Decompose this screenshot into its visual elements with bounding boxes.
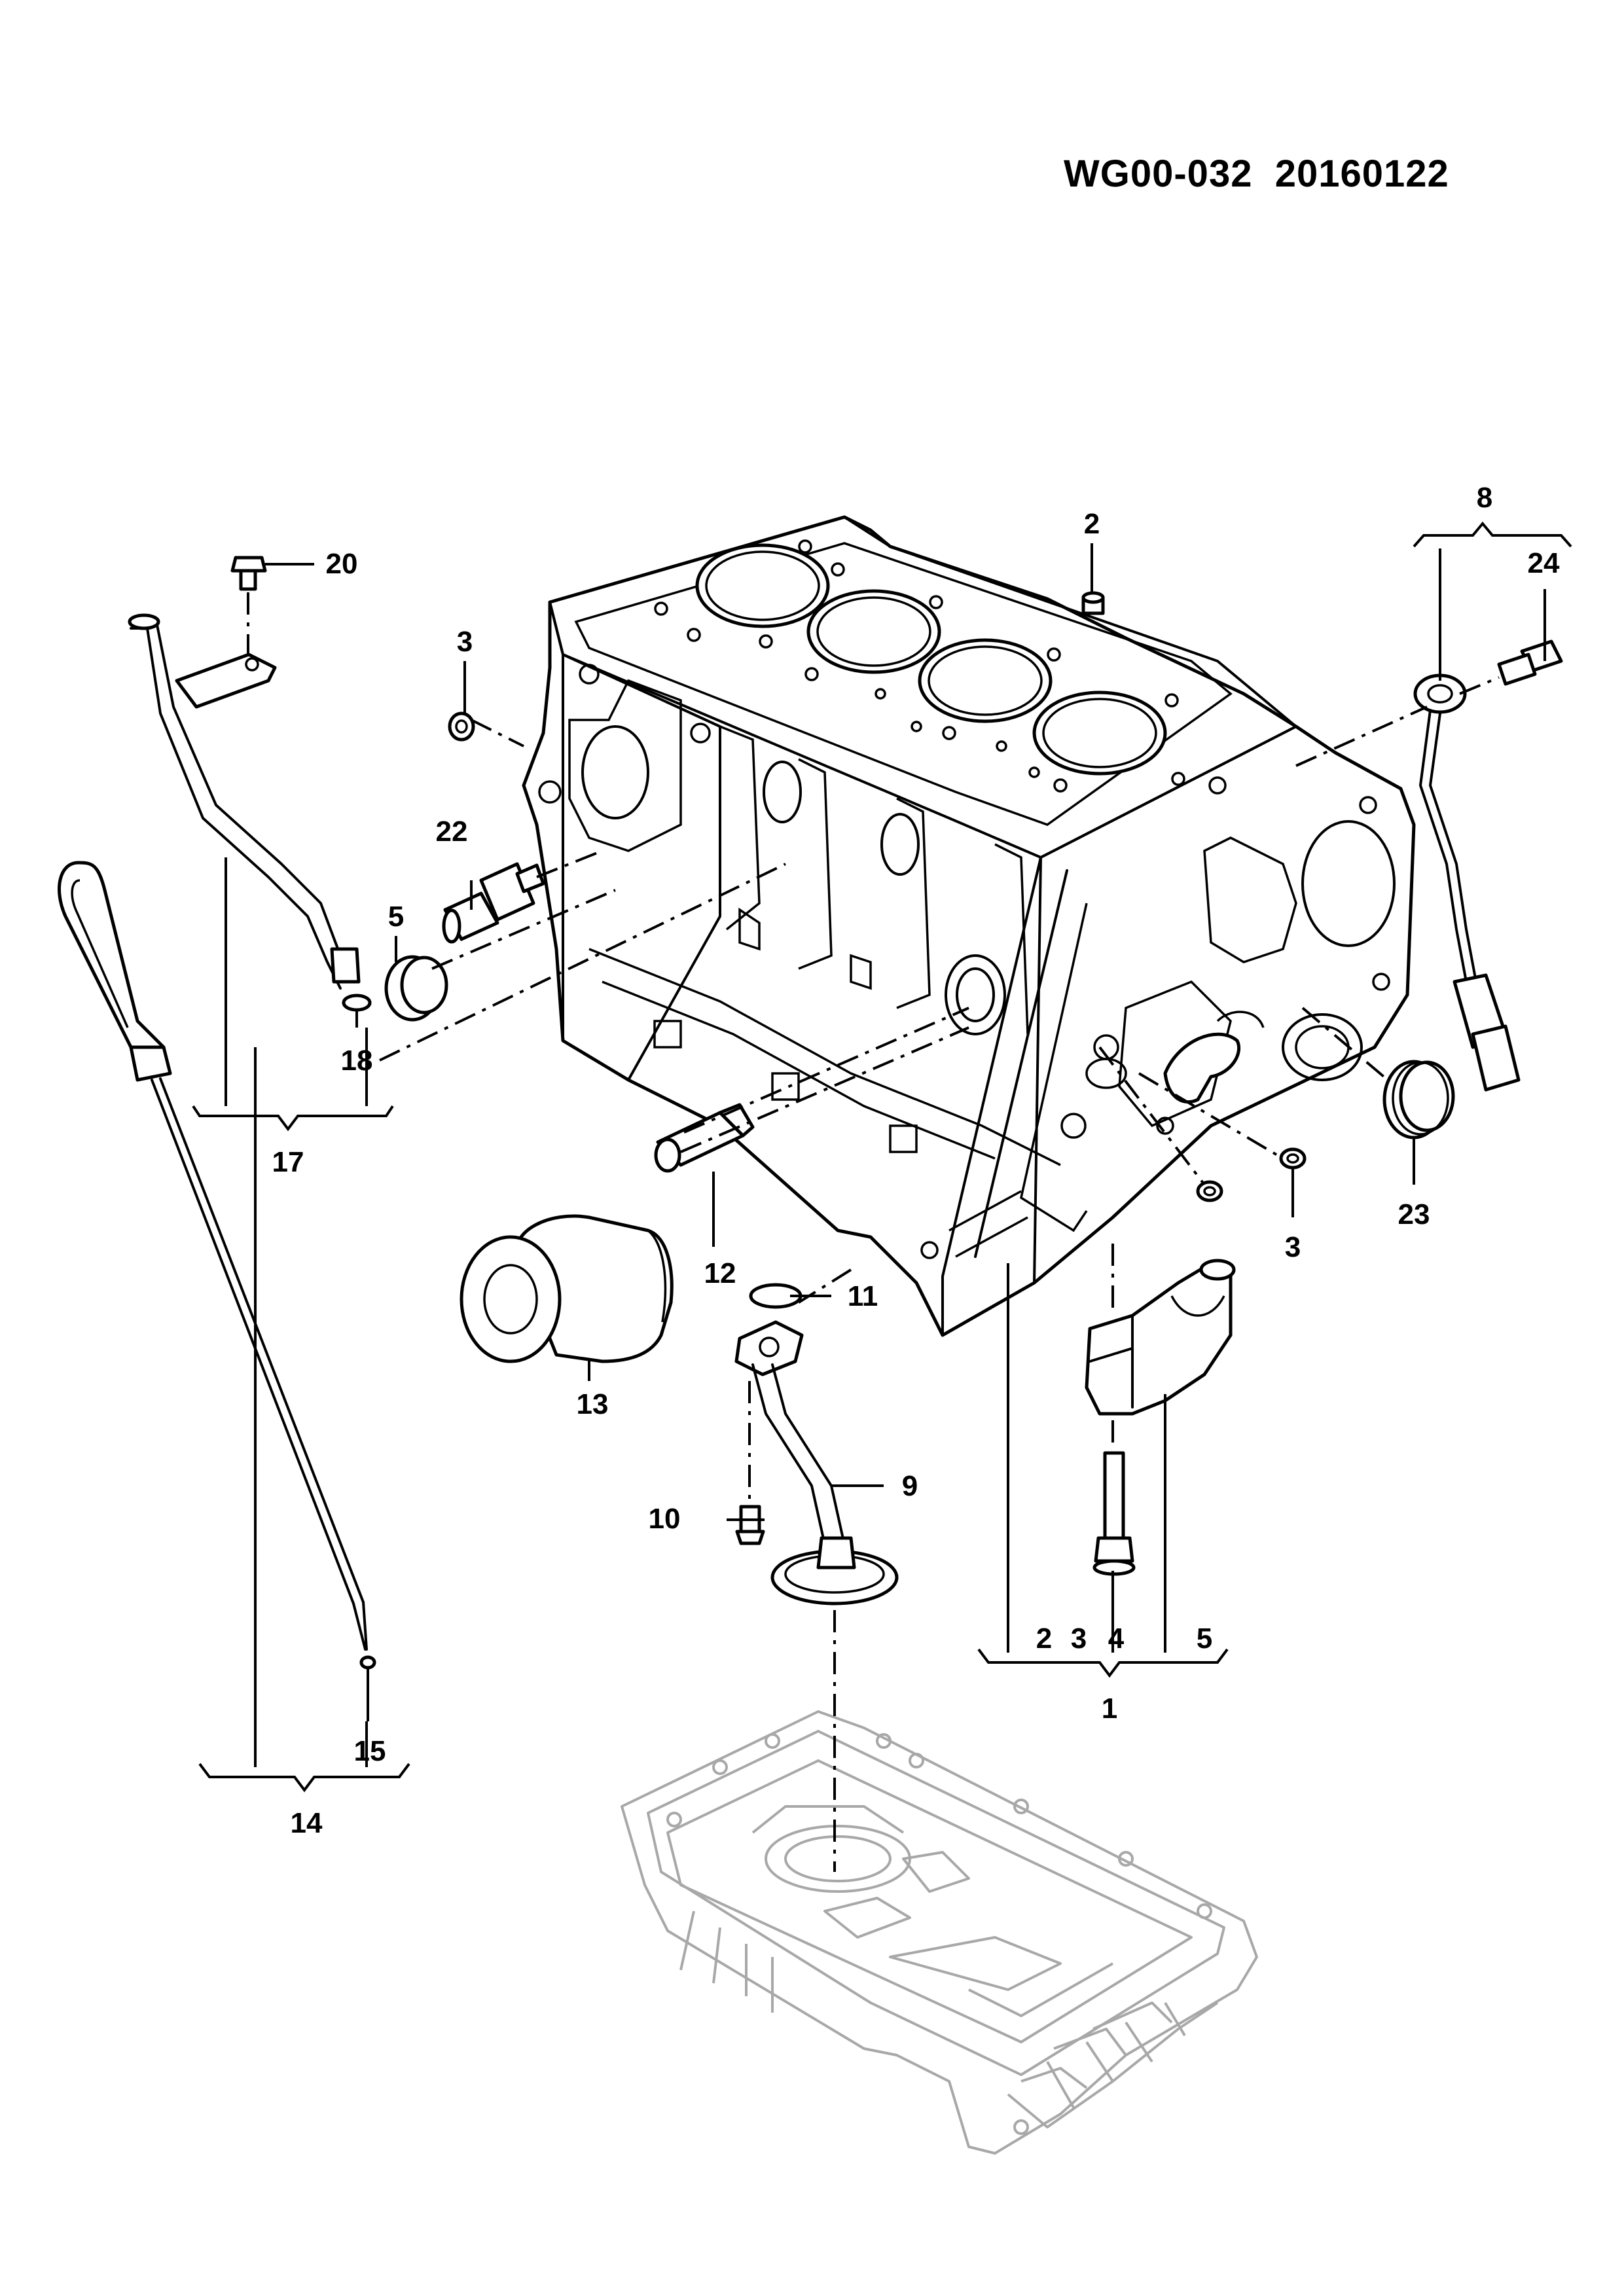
callout-14: 14 xyxy=(291,1807,323,1839)
oil-filter xyxy=(460,1214,674,1363)
sensor-8 xyxy=(1413,673,1521,1092)
plug-23 xyxy=(1382,1060,1455,1139)
alignment-lines xyxy=(379,676,1500,1872)
callout-5-left: 5 xyxy=(388,901,404,933)
callout-17: 17 xyxy=(272,1146,304,1178)
callout-10: 10 xyxy=(649,1503,681,1535)
plug-3-left xyxy=(448,711,475,742)
bolt-20 xyxy=(230,556,267,658)
cylinder-bore-4 xyxy=(1032,691,1167,776)
callout-2-bracket: 2 xyxy=(1036,1623,1052,1655)
callout-15: 15 xyxy=(354,1735,386,1767)
oil-strainer xyxy=(734,1320,899,1605)
callout-3-left: 3 xyxy=(457,626,473,658)
callout-11: 11 xyxy=(848,1280,878,1312)
cylinder-bore-2 xyxy=(806,589,941,674)
plug-2 xyxy=(1081,591,1105,615)
dipstick xyxy=(57,861,368,1651)
sensor-22 xyxy=(442,862,545,944)
callout-labels: 20 3 2 8 24 22 5 18 17 23 3 12 11 13 9 1… xyxy=(272,482,1560,1839)
callout-18: 18 xyxy=(341,1045,373,1077)
plug-3-right-a xyxy=(1196,1180,1223,1202)
drawing-code: WG00-032 xyxy=(1064,152,1253,195)
drawing-date: 20160122 xyxy=(1274,152,1449,195)
oil-pan xyxy=(621,1710,1258,2155)
callout-22: 22 xyxy=(436,816,468,848)
callout-5-bracket: 5 xyxy=(1197,1623,1212,1655)
callout-23: 23 xyxy=(1398,1198,1430,1230)
main-bearing-bolt-4 xyxy=(1092,1451,1136,1576)
callout-8: 8 xyxy=(1477,482,1492,514)
bolt-24 xyxy=(1497,639,1563,686)
callout-4: 4 xyxy=(1108,1623,1125,1655)
cylinder-bore-3 xyxy=(918,638,1053,723)
callout-3-right: 3 xyxy=(1285,1231,1301,1263)
cylinder-bore-1 xyxy=(695,543,830,628)
leader-lines xyxy=(192,521,1572,1793)
crankshaft-seal xyxy=(1085,1032,1241,1104)
callout-1: 1 xyxy=(1102,1693,1117,1725)
callout-12: 12 xyxy=(704,1257,736,1289)
callout-13: 13 xyxy=(577,1388,609,1420)
drawing-header: WG00-032 20160122 xyxy=(1064,152,1449,196)
callout-24: 24 xyxy=(1528,547,1560,579)
dipstick-tube xyxy=(128,613,361,990)
callout-20: 20 xyxy=(326,548,358,580)
plug-3-right-b xyxy=(1279,1147,1307,1170)
seal-ring-5 xyxy=(384,955,448,1022)
bolt-10 xyxy=(735,1505,765,1545)
callout-9: 9 xyxy=(902,1470,918,1502)
o-ring-15 xyxy=(359,1655,376,1670)
callout-3-bracket: 3 xyxy=(1071,1623,1087,1655)
o-ring-18 xyxy=(342,994,372,1012)
main-bearing-cap xyxy=(1085,1259,1236,1416)
callout-2-top: 2 xyxy=(1084,508,1100,540)
